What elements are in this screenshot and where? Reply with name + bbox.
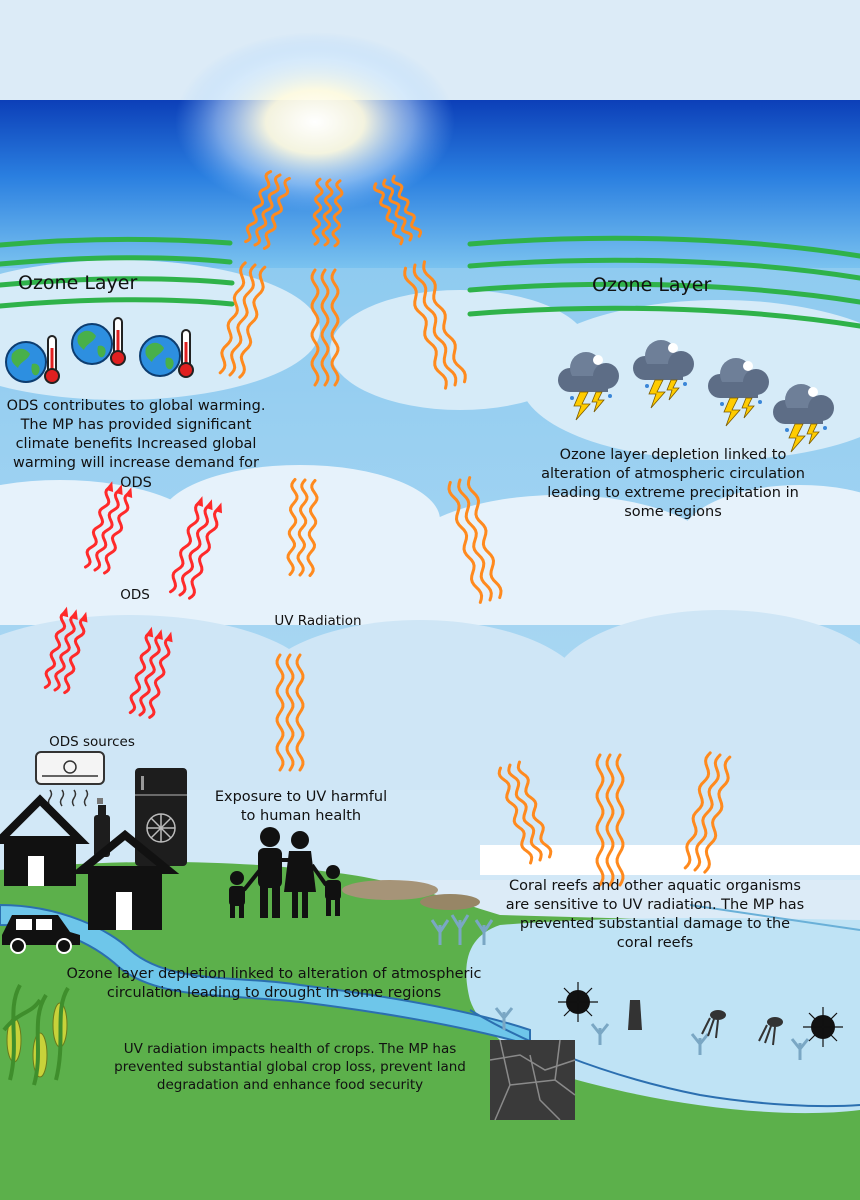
ozone-layer-label-left: Ozone Layer xyxy=(18,272,138,294)
uv-ray-bundle xyxy=(595,753,625,887)
precipitation-text: Ozone layer depletion linked to alterati… xyxy=(541,447,805,521)
ods-sources-label: ODS sources xyxy=(49,734,135,750)
coral-icon xyxy=(430,914,810,1060)
car-icon xyxy=(2,915,80,954)
land-and-water xyxy=(0,861,860,1200)
drought-text: Ozone layer depletion linked to alterati… xyxy=(66,966,482,1002)
family-icon xyxy=(229,827,341,918)
squid-icon xyxy=(701,1010,783,1046)
uv-radiation-rays xyxy=(218,170,732,887)
uv-ray-bundle xyxy=(311,177,344,248)
uv-ray-bundle xyxy=(275,653,305,772)
cloud-layer-front xyxy=(0,610,860,810)
ods-label: ODS xyxy=(120,587,150,603)
uv-ray-bundle xyxy=(244,170,291,250)
cloud-layer-back xyxy=(0,260,860,460)
ods-arrow-bundle xyxy=(128,626,173,719)
refrigerator-icon xyxy=(135,768,187,866)
uv-ray-bundle xyxy=(310,268,340,387)
uv-ray-bundle xyxy=(372,174,423,246)
coral-reefs-text: Coral reefs and other aquatic organisms … xyxy=(505,878,805,952)
uv-ray-bundle xyxy=(497,760,553,865)
human-health-text: Exposure to UV harmful to human health xyxy=(214,789,388,825)
crops-text: UV radiation impacts health of crops. Th… xyxy=(114,1041,466,1093)
uv-ray-bundle xyxy=(447,476,503,604)
ods-arrow-bundle xyxy=(169,496,222,600)
ozone-band-right xyxy=(467,235,860,329)
air-conditioner-icon xyxy=(35,751,105,807)
uv-radiation-label: UV Radiation xyxy=(274,613,362,629)
sea-urchin-icon xyxy=(558,982,843,1047)
ods-arrow-bundle xyxy=(84,481,133,575)
ods-emission-arrows xyxy=(43,481,222,719)
ozone-layer-label-right: Ozone Layer xyxy=(592,274,712,296)
house-icon xyxy=(0,794,180,930)
corn-crop-icon xyxy=(2,984,70,1086)
uv-ray-bundle xyxy=(218,261,267,379)
sun-icon xyxy=(175,32,455,212)
ods-arrow-bundle xyxy=(43,606,88,695)
uv-ray-bundle xyxy=(403,260,467,390)
cracked-soil xyxy=(489,1039,576,1121)
beach-strip xyxy=(480,845,860,875)
global-warming-text: ODS contributes to global warming. The M… xyxy=(6,398,266,491)
uv-ray-bundle xyxy=(286,478,319,577)
uv-ray-bundle xyxy=(683,751,732,874)
ozone-band-left xyxy=(0,236,235,309)
